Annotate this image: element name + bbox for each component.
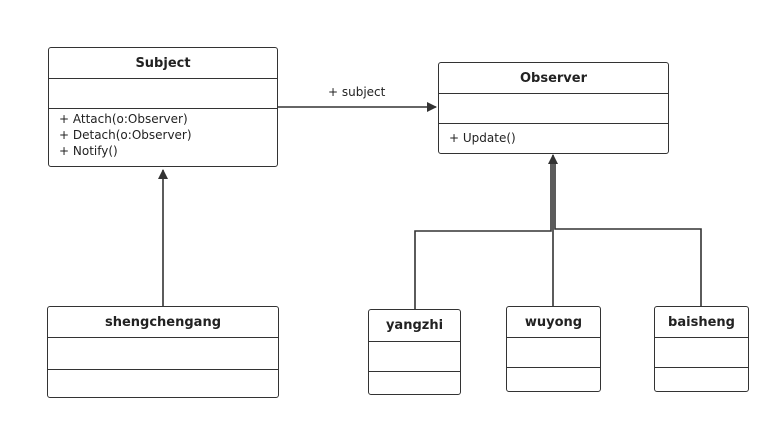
class-observer[interactable]: Observer + Update(): [438, 62, 669, 154]
inheritance-line-yangzhi: [414, 160, 552, 311]
class-attributes: [507, 338, 600, 368]
class-subject[interactable]: Subject + Attach(o:Observer) + Detach(o:…: [48, 47, 278, 167]
class-operations: [369, 372, 460, 394]
inheritance-line-baisheng: [554, 160, 702, 307]
class-baisheng[interactable]: baisheng: [654, 306, 749, 392]
class-name: shengchengang: [48, 307, 278, 338]
class-name: Subject: [49, 48, 277, 79]
class-attributes: [369, 342, 460, 372]
class-name: wuyong: [507, 307, 600, 338]
class-attributes: [439, 94, 668, 124]
operation-detach: + Detach(o:Observer): [59, 128, 192, 142]
class-yangzhi[interactable]: yangzhi: [368, 309, 461, 395]
class-operations: + Attach(o:Observer) + Detach(o:Observer…: [49, 109, 277, 166]
class-attributes: [655, 338, 748, 368]
class-attributes: [48, 338, 278, 370]
class-wuyong[interactable]: wuyong: [506, 306, 601, 392]
class-name: yangzhi: [369, 310, 460, 342]
class-operations: [655, 368, 748, 391]
operation-attach: + Attach(o:Observer): [59, 112, 188, 126]
class-attributes: [49, 79, 277, 109]
class-operations: [48, 370, 278, 397]
operation-update: + Update(): [449, 131, 516, 145]
class-shengchengang[interactable]: shengchengang: [47, 306, 279, 398]
class-operations: [507, 368, 600, 391]
operation-notify: + Notify(): [59, 144, 118, 158]
association-label: + subject: [328, 85, 386, 99]
class-name: baisheng: [655, 307, 748, 338]
class-operations: + Update(): [439, 124, 668, 153]
class-name: Observer: [439, 63, 668, 94]
